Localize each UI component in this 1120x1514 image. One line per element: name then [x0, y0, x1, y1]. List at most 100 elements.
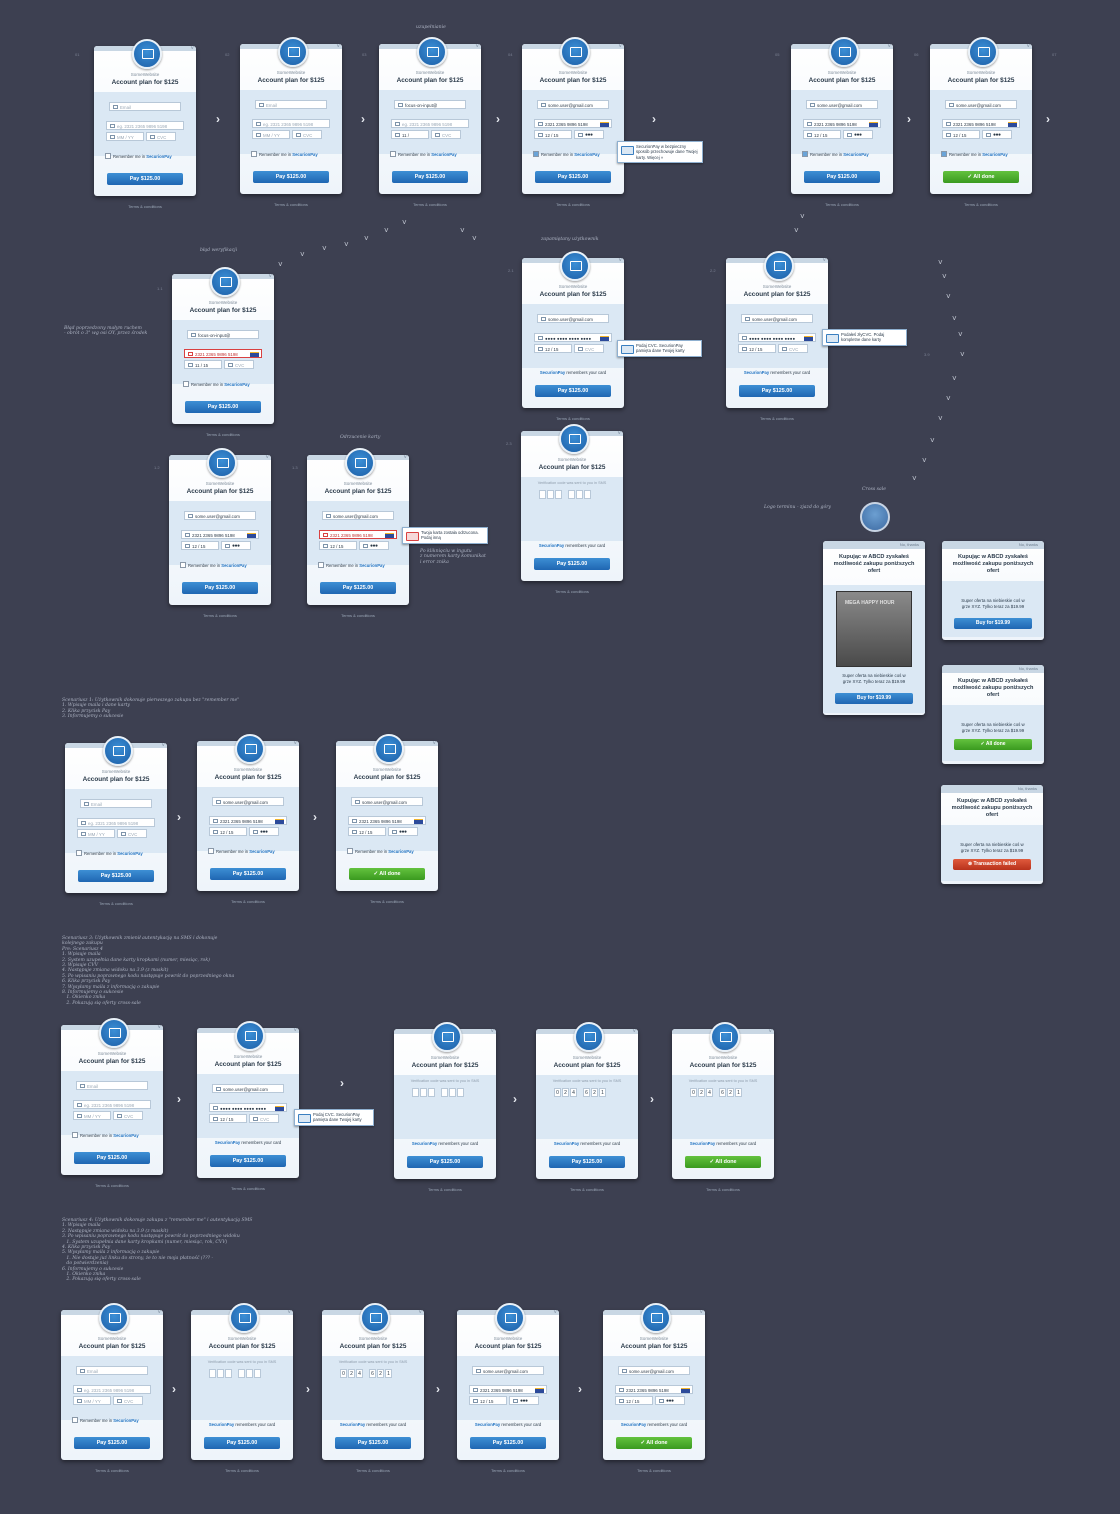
- remember-me-checkbox[interactable]: Remember me in SecurionPay: [347, 848, 414, 854]
- close-icon[interactable]: ˅: [265, 455, 269, 461]
- pay-button[interactable]: Pay $125.00: [407, 1156, 483, 1168]
- terms-link[interactable]: Terms & conditions: [706, 1187, 740, 1192]
- sms-code-input[interactable]: [412, 1088, 478, 1098]
- sms-code-input[interactable]: [209, 1369, 275, 1379]
- code-digit[interactable]: [457, 1088, 464, 1097]
- pay-button[interactable]: Pay $125.00: [78, 870, 154, 882]
- expiry-field[interactable]: MM / YY: [73, 1111, 111, 1120]
- remember-me-checkbox[interactable]: Remember me in SecurionPay: [180, 562, 247, 568]
- code-digit[interactable]: [420, 1088, 427, 1097]
- code-digit[interactable]: [238, 1369, 245, 1378]
- sms-code-input[interactable]: [539, 490, 605, 500]
- pay-button[interactable]: Pay $125.00: [320, 582, 396, 594]
- close-icon[interactable]: ˅: [617, 431, 621, 437]
- terms-link[interactable]: Terms & conditions: [203, 613, 237, 618]
- terms-link[interactable]: Terms & conditions: [370, 899, 404, 904]
- expiry-field[interactable]: 12 / 15: [534, 130, 572, 139]
- all-done-button[interactable]: ✓ All done: [349, 868, 425, 880]
- offer-action-button[interactable]: Buy for $19.99: [835, 693, 913, 704]
- terms-link[interactable]: Terms & conditions: [225, 1468, 259, 1473]
- terms-link[interactable]: Terms & conditions: [95, 1468, 129, 1473]
- card-number-field[interactable]: eg. 2321 2365 9896 5198: [391, 119, 469, 128]
- code-digit[interactable]: 4: [356, 1369, 363, 1378]
- card-number-field[interactable]: 2321 2365 9896 5198: [469, 1385, 547, 1394]
- terms-link[interactable]: Terms & conditions: [491, 1468, 525, 1473]
- offer-action-button[interactable]: ⊗ Transaction failed: [953, 859, 1031, 870]
- offer-action-button[interactable]: Buy for $19.99: [954, 618, 1032, 629]
- close-icon[interactable]: ˅: [887, 44, 891, 50]
- close-icon[interactable]: ˅: [190, 46, 194, 52]
- expiry-field[interactable]: 12 / 15: [738, 344, 776, 353]
- all-done-button[interactable]: ✓ All done: [943, 171, 1019, 183]
- pay-button[interactable]: Pay $125.00: [535, 171, 611, 183]
- expiry-field[interactable]: 12 / 15: [181, 541, 219, 550]
- pay-button[interactable]: Pay $125.00: [204, 1437, 280, 1449]
- code-digit[interactable]: [584, 490, 591, 499]
- pay-button[interactable]: Pay $125.00: [185, 401, 261, 413]
- expiry-field[interactable]: 12 / 15: [209, 1114, 247, 1123]
- terms-link[interactable]: Terms & conditions: [356, 1468, 390, 1473]
- cvc-field[interactable]: ●●●: [982, 130, 1012, 139]
- close-icon[interactable]: ˅: [822, 258, 826, 264]
- expiry-field[interactable]: MM / YY: [73, 1396, 111, 1405]
- pay-button[interactable]: Pay $125.00: [182, 582, 258, 594]
- card-number-field[interactable]: ●●●● ●●●● ●●●● ●●●●: [534, 333, 612, 342]
- offer-action-button[interactable]: ✓ All done: [954, 739, 1032, 750]
- card-number-field[interactable]: eg. 2321 2365 9896 5198: [252, 119, 330, 128]
- expiry-field[interactable]: 12 / 15: [942, 130, 980, 139]
- close-icon[interactable]: ˅: [490, 1029, 494, 1035]
- cvc-field[interactable]: CVC: [249, 1114, 279, 1123]
- code-digit[interactable]: [428, 1088, 435, 1097]
- pay-button[interactable]: Pay $125.00: [549, 1156, 625, 1168]
- code-digit[interactable]: 2: [377, 1369, 384, 1378]
- terms-link[interactable]: Terms & conditions: [274, 202, 308, 207]
- cvc-field[interactable]: ●●●: [655, 1396, 685, 1405]
- code-digit[interactable]: [539, 490, 546, 499]
- cvc-field[interactable]: CVC: [778, 344, 808, 353]
- code-digit[interactable]: 0: [554, 1088, 561, 1097]
- terms-link[interactable]: Terms & conditions: [413, 202, 447, 207]
- expiry-field[interactable]: MM / YY: [106, 132, 144, 141]
- email-field[interactable]: some.user@gmail.com: [537, 100, 609, 109]
- pay-button[interactable]: Pay $125.00: [392, 171, 468, 183]
- cvc-field[interactable]: CVC: [113, 1111, 143, 1120]
- close-icon[interactable]: ˅: [618, 258, 622, 264]
- terms-link[interactable]: Terms & conditions: [231, 1186, 265, 1191]
- remember-me-checkbox[interactable]: Remember me in SecurionPay: [318, 562, 385, 568]
- close-icon[interactable]: ˅: [403, 455, 407, 461]
- code-digit[interactable]: 4: [570, 1088, 577, 1097]
- code-digit[interactable]: 2: [348, 1369, 355, 1378]
- remember-me-checkbox[interactable]: Remember me in SecurionPay: [208, 848, 275, 854]
- pay-button[interactable]: Pay $125.00: [534, 558, 610, 570]
- terms-link[interactable]: Terms & conditions: [555, 589, 589, 594]
- pay-button[interactable]: Pay $125.00: [739, 385, 815, 397]
- close-icon[interactable]: ˅: [618, 44, 622, 50]
- pay-button[interactable]: Pay $125.00: [74, 1437, 150, 1449]
- remember-me-checkbox[interactable]: Remember me in SecurionPay: [802, 151, 869, 157]
- terms-link[interactable]: Terms & conditions: [231, 899, 265, 904]
- cvc-field[interactable]: ●●●: [249, 827, 279, 836]
- no-thanks-link[interactable]: No, thanks: [942, 541, 1044, 549]
- expiry-field[interactable]: 12 / 15: [209, 827, 247, 836]
- close-icon[interactable]: ˅: [418, 1310, 422, 1316]
- email-field[interactable]: some.user@gmail.com: [184, 511, 256, 520]
- card-number-field[interactable]: 2321 2365 9896 5198: [534, 119, 612, 128]
- email-field[interactable]: focus-on-input@: [394, 100, 466, 109]
- code-digit[interactable]: 4: [706, 1088, 713, 1097]
- cvc-field[interactable]: ●●●: [843, 130, 873, 139]
- terms-link[interactable]: Terms & conditions: [556, 202, 590, 207]
- card-number-field[interactable]: eg. 2321 2365 9896 5198: [73, 1100, 151, 1109]
- code-digit[interactable]: [217, 1369, 224, 1378]
- remember-me-checkbox[interactable]: Remember me in SecurionPay: [390, 151, 457, 157]
- expiry-field[interactable]: 11 /: [391, 130, 429, 139]
- terms-link[interactable]: Terms & conditions: [206, 432, 240, 437]
- terms-link[interactable]: Terms & conditions: [825, 202, 859, 207]
- remember-me-checkbox[interactable]: Remember me in SecurionPay: [251, 151, 318, 157]
- email-field[interactable]: Email: [76, 1081, 148, 1090]
- remember-me-checkbox[interactable]: Remember me in SecurionPay: [76, 850, 143, 856]
- code-digit[interactable]: [568, 490, 575, 499]
- close-icon[interactable]: ˅: [287, 1310, 291, 1316]
- code-digit[interactable]: 6: [583, 1088, 590, 1097]
